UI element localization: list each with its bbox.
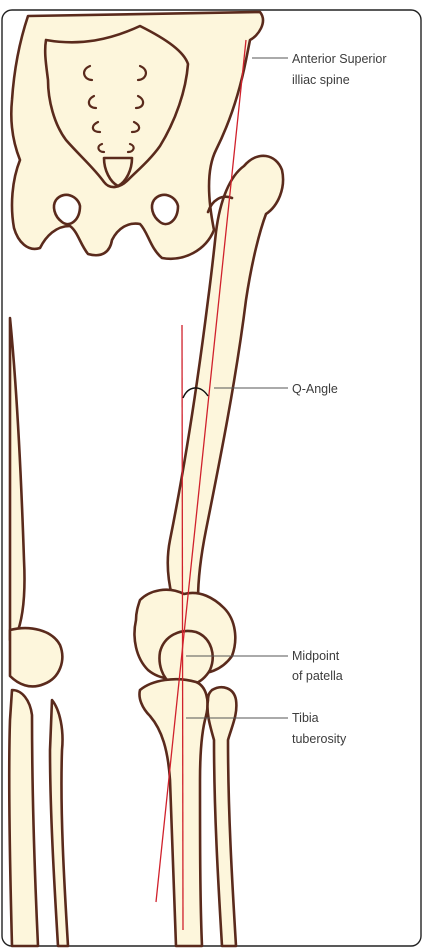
right-obturator xyxy=(152,195,178,224)
asis-label-line2: illiac spine xyxy=(292,73,350,87)
patella-label-line1: Midpoint xyxy=(292,649,340,663)
q-angle-label: Q-Angle xyxy=(292,382,338,396)
patella xyxy=(160,631,213,686)
left-obturator xyxy=(54,195,80,224)
tibia-label-line1: Tibia xyxy=(292,711,319,725)
left-knee xyxy=(10,628,62,686)
asis-label-line1: Anterior Superior xyxy=(292,52,387,66)
patella-label-line2: of patella xyxy=(292,669,343,683)
tibia-label-line2: tuberosity xyxy=(292,732,347,746)
